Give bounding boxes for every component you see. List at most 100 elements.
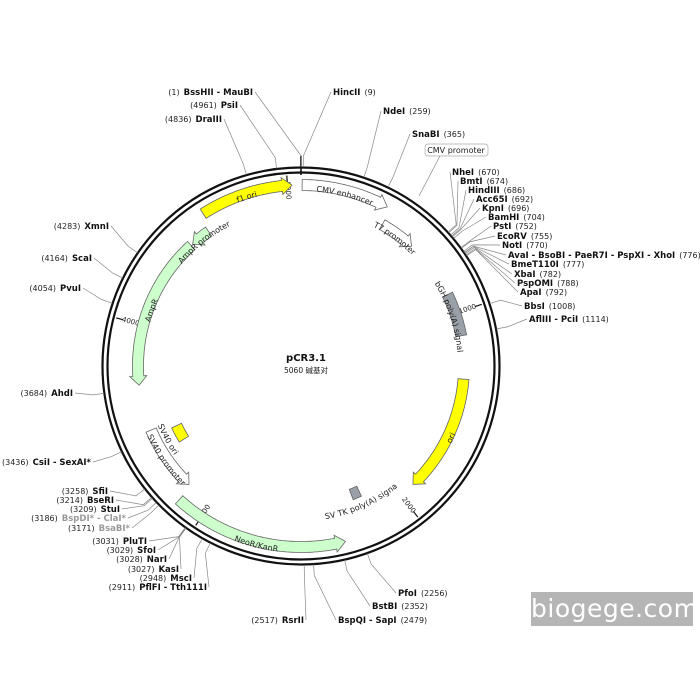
site-position: (3214) bbox=[56, 496, 83, 505]
site-leader-line bbox=[363, 110, 382, 178]
site-name: XbaI bbox=[514, 270, 536, 280]
restriction-site: AflIII - PciI(1114) bbox=[496, 315, 609, 330]
restriction-site: PspOMI(788) bbox=[465, 248, 579, 289]
site-leader-line bbox=[461, 235, 496, 249]
site-name: AhdI bbox=[51, 389, 73, 399]
site-name: HincII bbox=[333, 88, 360, 98]
site-position: (696) bbox=[508, 204, 530, 213]
site-leader-line bbox=[121, 498, 153, 510]
restriction-site: PfoI (2256) bbox=[367, 553, 448, 599]
site-leader-line bbox=[464, 245, 510, 265]
site-name: XmnI bbox=[84, 222, 109, 232]
site-position: (788) bbox=[557, 279, 579, 288]
site-name: KpnI bbox=[482, 204, 504, 214]
site-leader-line bbox=[367, 553, 397, 594]
restriction-site: NotI(770) bbox=[463, 241, 548, 252]
site-position: (3209) bbox=[70, 505, 97, 514]
cmv-promoter-callout-label: CMV promoter bbox=[427, 146, 485, 155]
site-name: PvuI bbox=[60, 284, 81, 294]
site-name: BmeT110I bbox=[511, 260, 559, 270]
restriction-site: AvaI - BsoBI - PaeR7I - PspXI - XhoI(776… bbox=[464, 245, 700, 261]
site-position: (692) bbox=[512, 195, 534, 204]
site-name: PsiI bbox=[221, 101, 238, 111]
site-name: EcoRV bbox=[497, 232, 527, 242]
site-name: ApaI bbox=[520, 288, 542, 298]
site-position: (752) bbox=[515, 222, 537, 231]
site-leader-line bbox=[239, 104, 277, 169]
site-leader-line bbox=[489, 299, 523, 307]
site-position: (776) bbox=[679, 251, 700, 260]
site-position: (3258) bbox=[62, 487, 89, 496]
site-leader-line bbox=[303, 564, 307, 621]
site-position: (365) bbox=[444, 130, 466, 139]
feature-label-ori: ori bbox=[444, 431, 457, 444]
site-name: CsiI - SexAI* bbox=[33, 458, 92, 468]
restriction-site: PsiI (4961) bbox=[190, 101, 277, 169]
site-leader-line bbox=[223, 118, 247, 175]
site-position: (3027) bbox=[128, 565, 155, 574]
site-name: StuI bbox=[101, 505, 120, 515]
site-leader-line bbox=[448, 180, 459, 233]
site-name: PfoI bbox=[398, 589, 417, 599]
site-leader-line bbox=[157, 527, 186, 551]
site-leader-line bbox=[466, 249, 519, 293]
plasmid-size: 5060 碱基对 bbox=[284, 365, 328, 375]
site-position: (2479) bbox=[401, 616, 428, 625]
site-leader-line bbox=[302, 91, 332, 168]
site-position: (3028) bbox=[116, 555, 143, 564]
restriction-site: RsrII(2517) bbox=[251, 564, 307, 626]
site-leader-line bbox=[127, 502, 157, 519]
scale-tick bbox=[286, 175, 288, 183]
site-position: (3684) bbox=[21, 389, 48, 398]
restriction-site: ScaI(4164) bbox=[41, 254, 123, 279]
site-position: (674) bbox=[487, 177, 509, 186]
restriction-site: NdeI(259) bbox=[363, 107, 431, 178]
site-position: (3029) bbox=[107, 546, 134, 555]
site-name: HindIII bbox=[468, 186, 500, 196]
site-name: PflFI - Tth111I bbox=[139, 583, 207, 593]
site-leader-line bbox=[463, 244, 501, 252]
restriction-site: SnaBI(365) bbox=[387, 130, 466, 188]
restriction-site: BmtI (674) bbox=[448, 177, 509, 233]
site-name: PstI bbox=[493, 222, 511, 232]
site-leader-line bbox=[344, 560, 371, 607]
site-leader-line bbox=[387, 133, 411, 188]
site-name: BssHII - MauBI bbox=[184, 88, 253, 98]
site-leader-line bbox=[93, 257, 123, 279]
site-leader-line bbox=[115, 497, 152, 506]
site-position: (782) bbox=[540, 270, 562, 279]
restriction-site: StuI (3209) bbox=[70, 498, 153, 515]
restriction-site: BspDI* - ClaI*(3186) bbox=[31, 502, 157, 524]
site-leader-line bbox=[465, 248, 516, 284]
site-leader-line bbox=[109, 488, 145, 497]
restriction-site: KpnI (696) bbox=[452, 204, 530, 238]
scale-tick bbox=[413, 511, 419, 518]
site-name: AflIII - PciI bbox=[529, 315, 578, 325]
feature-label-t7-promoter: T7 promoter bbox=[372, 219, 419, 256]
site-leader-line bbox=[465, 247, 513, 275]
restriction-site: BstBI(2352) bbox=[344, 560, 428, 612]
site-leader-line bbox=[82, 287, 113, 304]
site-position: (4836) bbox=[165, 115, 192, 124]
site-name: NheI bbox=[452, 168, 474, 178]
restriction-site: ApaI (792) bbox=[466, 249, 568, 298]
feature-neor-kanr bbox=[174, 495, 347, 553]
restriction-site: BspQI - SapI(2479) bbox=[313, 564, 428, 626]
site-name: DraIII bbox=[196, 115, 222, 125]
restriction-sites: BssHII - MauBI(1)PsiI(4961)DraIII(4836)H… bbox=[2, 88, 700, 626]
site-position: (3171) bbox=[68, 524, 95, 533]
site-leader-line bbox=[452, 207, 481, 238]
feature-f1-ori bbox=[199, 176, 293, 219]
feature-label-ampr-promoter: AmpR promoter bbox=[176, 219, 232, 265]
plasmid-name: pCR3.1 bbox=[286, 353, 326, 364]
site-name: BmtI bbox=[460, 177, 483, 187]
restriction-site: BamHI(704) bbox=[453, 213, 545, 239]
site-position: (2256) bbox=[421, 589, 448, 598]
site-position: (792) bbox=[546, 288, 568, 297]
site-position: (9) bbox=[364, 88, 375, 97]
restriction-site: NheI(670) bbox=[447, 168, 500, 233]
site-position: (4961) bbox=[190, 101, 217, 110]
site-name: ScaI bbox=[72, 254, 92, 264]
feature-sv40-ori bbox=[171, 422, 190, 443]
site-name: BamHI bbox=[488, 213, 519, 223]
